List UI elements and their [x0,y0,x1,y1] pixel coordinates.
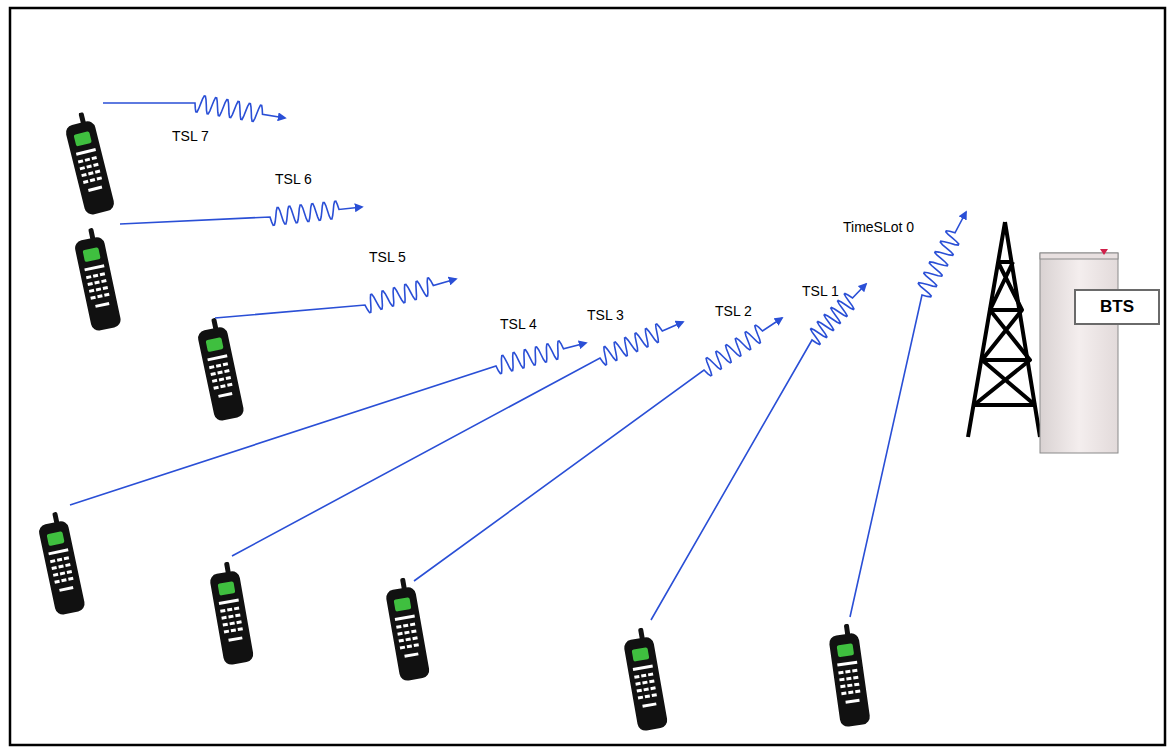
bts-box: BTS [1074,289,1160,325]
timeslot-label: TSL 6 [275,171,312,187]
timeslot-label: TSL 1 [802,283,839,299]
timeslot-label: TSL 7 [172,128,209,144]
signal-wave [651,284,866,620]
signal-wave [232,322,683,556]
timeslot-label: TimeSLot 0 [843,219,914,235]
signal-wave [414,318,782,581]
timeslot-label: TSL 2 [715,303,752,319]
signal-wave [215,278,456,318]
signal-wave [70,341,586,505]
node-text: BTS [1100,297,1134,317]
signal-wave [850,212,966,617]
signal-wave [120,201,362,225]
signal-wave [103,96,285,122]
timeslot-label: TSL 4 [500,316,537,332]
timeslot-label: TSL 3 [587,307,624,323]
timeslot-label: TSL 5 [369,249,406,265]
